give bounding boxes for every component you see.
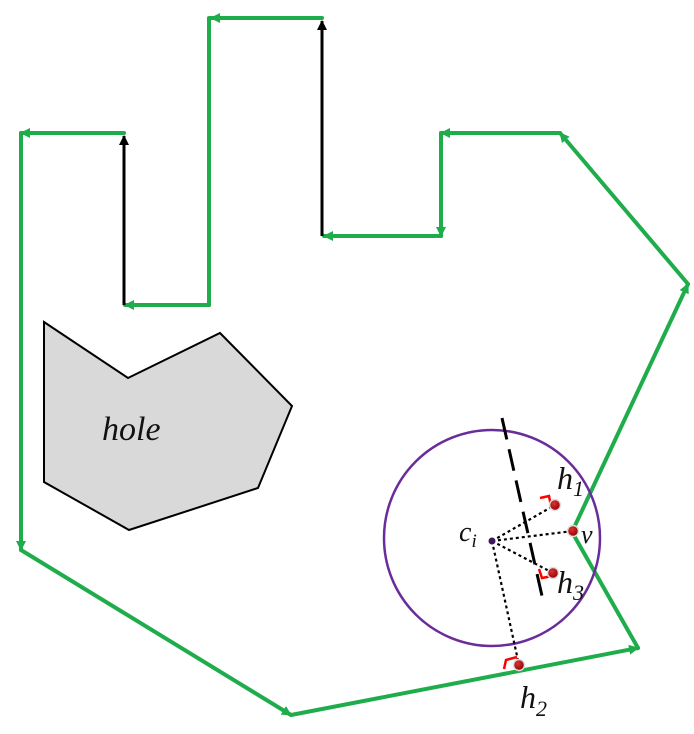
v-label: v <box>581 520 593 549</box>
h3-point <box>546 566 560 580</box>
h2-label: h2 <box>520 679 547 721</box>
center-label: ci <box>459 517 477 552</box>
dotted-lines <box>490 504 574 666</box>
center-point <box>488 537 496 545</box>
hole-polygon <box>43 320 294 532</box>
v-point <box>566 524 580 538</box>
search-circle <box>382 428 602 648</box>
h1-point <box>548 498 562 512</box>
boundary-path <box>16 13 690 717</box>
h3-label: h3 <box>557 564 584 605</box>
hole-label: hole <box>102 411 161 448</box>
h1-label: h1 <box>557 460 584 501</box>
dashed-line <box>500 417 544 597</box>
h2-point <box>512 658 526 672</box>
inner-arrows <box>119 20 327 305</box>
